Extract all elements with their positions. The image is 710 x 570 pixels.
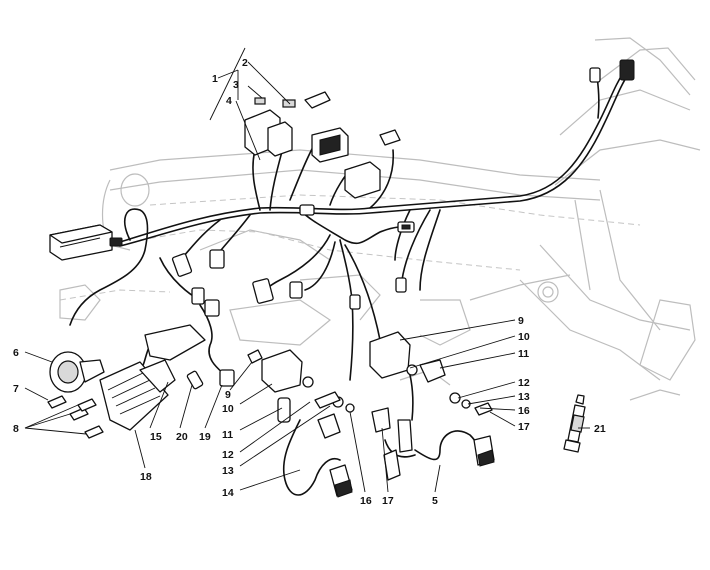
horn bbox=[49, 351, 105, 393]
callout-21: 21 bbox=[594, 423, 606, 435]
callout-19: 19 bbox=[199, 431, 211, 443]
callout-17-right: 17 bbox=[518, 421, 530, 433]
callout-6: 6 bbox=[13, 347, 19, 359]
voltage-regulator bbox=[99, 359, 176, 431]
callout-20: 20 bbox=[176, 431, 188, 443]
callout-9-left: 9 bbox=[225, 389, 231, 401]
main-wiring-harness bbox=[69, 69, 630, 496]
rear-connector bbox=[589, 59, 635, 83]
callout-10-left: 10 bbox=[222, 403, 234, 415]
callout-5: 5 bbox=[432, 495, 438, 507]
callout-17-bottom: 17 bbox=[382, 495, 394, 507]
sensor-connectors bbox=[186, 349, 263, 390]
callout-7: 7 bbox=[13, 383, 19, 395]
callout-2: 2 bbox=[242, 57, 248, 69]
relay-box-left bbox=[49, 224, 123, 261]
callout-labels: 1 2 3 4 6 7 8 15 20 19 18 9 10 11 12 13 … bbox=[13, 57, 606, 507]
callout-14: 14 bbox=[222, 487, 234, 499]
relay-center bbox=[311, 127, 401, 199]
callout-18: 18 bbox=[140, 471, 152, 483]
callout-13-left: 13 bbox=[222, 465, 234, 477]
callout-4: 4 bbox=[226, 95, 232, 107]
small-fasteners-left bbox=[47, 395, 104, 439]
callout-15: 15 bbox=[150, 431, 162, 443]
spark-plug-caps bbox=[317, 413, 495, 498]
callout-13-right: 13 bbox=[518, 391, 530, 403]
leader-lines bbox=[24, 47, 590, 493]
callout-11-left: 11 bbox=[222, 429, 233, 441]
callout-16-right: 16 bbox=[518, 405, 530, 417]
callout-8: 8 bbox=[13, 423, 19, 435]
callout-1: 1 bbox=[212, 73, 218, 85]
motorcycle-frame bbox=[59, 37, 701, 401]
ignition-coil-rear bbox=[369, 331, 446, 453]
connectors-center bbox=[171, 204, 415, 317]
callout-3: 3 bbox=[233, 79, 239, 91]
callout-9-right: 9 bbox=[518, 315, 524, 327]
callout-10-right: 10 bbox=[518, 331, 530, 343]
callout-16-bottom: 16 bbox=[360, 495, 372, 507]
regulator-bracket bbox=[144, 324, 206, 361]
callout-12-left: 12 bbox=[222, 449, 234, 461]
ignition-coil-front bbox=[261, 349, 314, 423]
spark-plug bbox=[563, 394, 586, 453]
callout-11-right: 11 bbox=[518, 348, 529, 360]
washers-nuts bbox=[314, 391, 493, 433]
callout-12-right: 12 bbox=[518, 377, 530, 389]
